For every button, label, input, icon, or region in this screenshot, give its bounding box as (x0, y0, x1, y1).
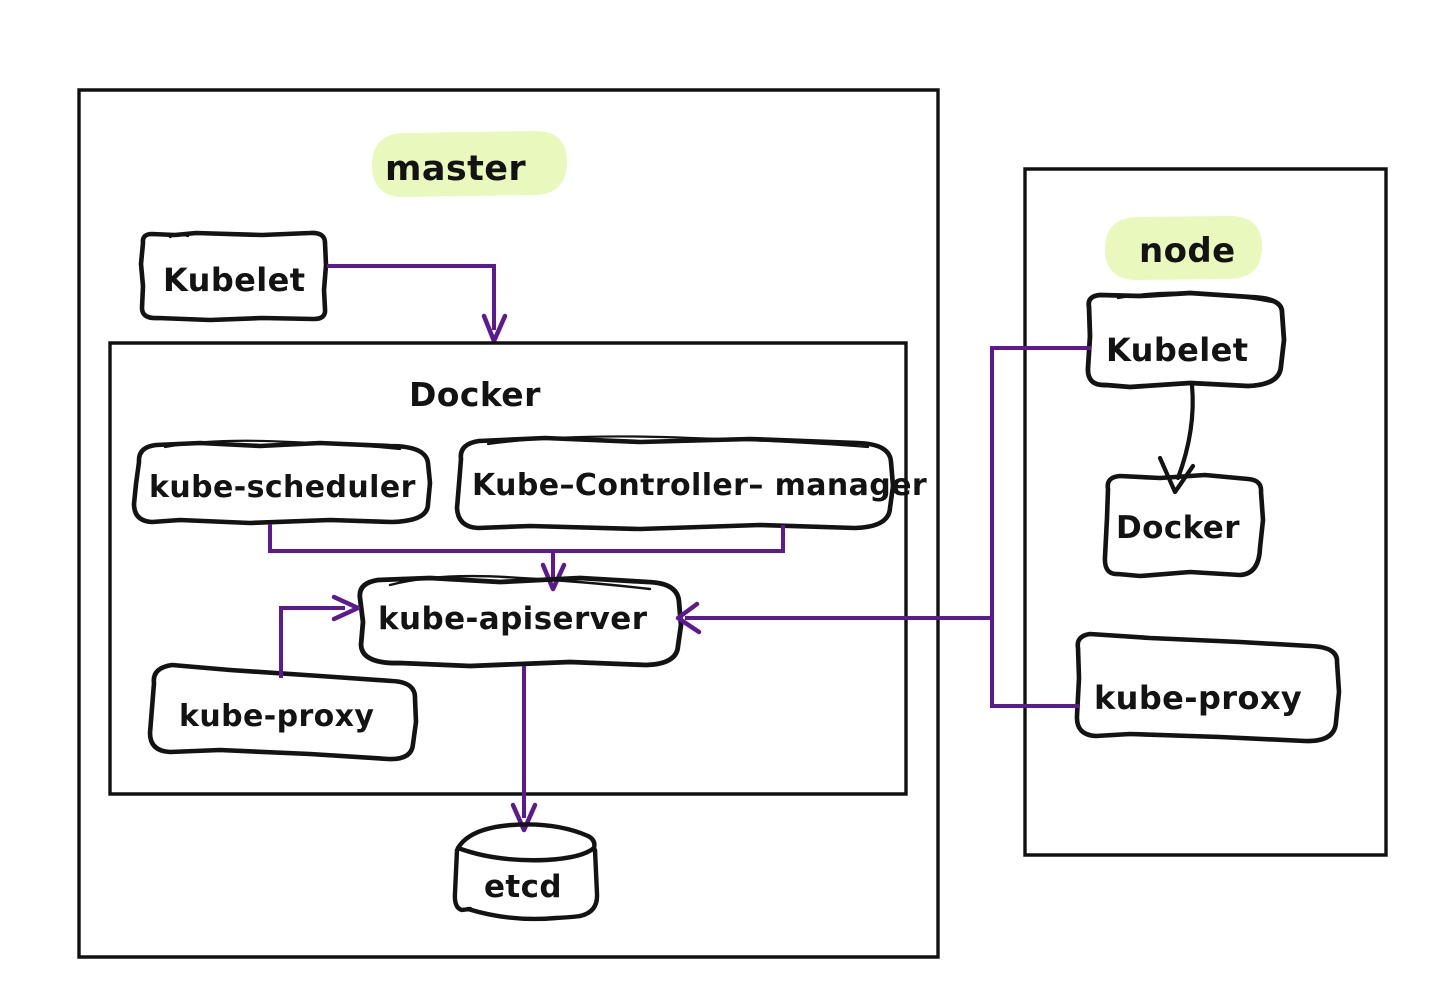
node-container-border (1023, 167, 1388, 857)
node-docker-node[interactable]: Docker (1102, 472, 1266, 579)
kube-apiserver-box (357, 575, 684, 669)
node-container (1023, 167, 1388, 857)
node-highlight-pill (1105, 216, 1262, 280)
kube-controller-manager-node[interactable]: Kube–Controller– manager (454, 435, 927, 532)
kube-controller-manager-box (454, 435, 896, 532)
node-kube-proxy-box (1074, 631, 1342, 744)
connector-line (279, 606, 345, 678)
connector-master-kubelet-to-docker (327, 264, 508, 344)
kube-scheduler-node[interactable]: kube-scheduler (131, 439, 433, 526)
etcd-top-ellipse-front (455, 845, 597, 863)
node-kubelet-box (1085, 290, 1287, 390)
arrow-head-icon (540, 562, 567, 592)
master-highlight-pill (372, 131, 567, 197)
etcd-bottom-curve (465, 906, 583, 922)
etcd-label: etcd (484, 869, 562, 905)
docker-label: Docker (409, 375, 541, 414)
master-kubelet-box (138, 230, 329, 323)
arrow-head-icon (675, 601, 702, 635)
kube-apiserver-box-flourish (388, 574, 652, 591)
connector-scheduler-controller-to-apiserver (268, 524, 785, 592)
node-kubelet-box-flourish (1116, 291, 1274, 304)
connector-line (327, 264, 496, 330)
node-docker-label: Docker (1116, 510, 1240, 546)
connector-master-kubeproxy-to-apiserver (279, 594, 361, 678)
node-kubelet-node[interactable]: Kubelet (1085, 290, 1287, 390)
master-container (77, 88, 940, 959)
etcd-node[interactable]: etcd (452, 822, 600, 922)
master-kube-proxy-box (147, 662, 419, 762)
kube-scheduler-box-flourish (163, 439, 402, 451)
connector-node-to-apiserver (675, 346, 1091, 708)
connector-line (1175, 382, 1195, 481)
docker-container-border (108, 341, 908, 796)
node-label-group: node (1105, 216, 1262, 280)
kube-scheduler-box (131, 440, 433, 526)
master-container-border (77, 88, 940, 959)
master-kubelet-node[interactable]: Kubelet (138, 230, 329, 323)
master-label: master (385, 149, 526, 189)
arrow-head-icon (510, 802, 538, 833)
etcd-left-wall (452, 847, 473, 913)
kube-scheduler-label: kube-scheduler (149, 470, 416, 505)
master-kubelet-box-flourish (168, 233, 190, 239)
etcd-right-wall (577, 847, 600, 919)
master-label-group: master (372, 131, 567, 197)
node-docker-box (1102, 472, 1266, 579)
node-kube-proxy-node[interactable]: kube-proxy (1074, 631, 1342, 744)
kube-apiserver-label: kube-apiserver (378, 601, 648, 637)
kube-controller-manager-label: Kube–Controller– manager (472, 468, 927, 503)
master-kubelet-label: Kubelet (163, 261, 305, 299)
node-label: node (1139, 231, 1236, 271)
master-docker-container: Docker (108, 341, 908, 796)
arrow-head-icon (331, 594, 361, 622)
master-kube-proxy-node[interactable]: kube-proxy (147, 662, 419, 762)
arrow-head-icon (481, 313, 508, 344)
connector-bus-line (268, 524, 785, 553)
connector-node-vertical-bus (990, 346, 1091, 708)
node-kube-proxy-label: kube-proxy (1094, 679, 1302, 717)
node-kubelet-label: Kubelet (1106, 331, 1248, 369)
connector-apiserver-to-etcd (510, 666, 538, 833)
master-kube-proxy-label: kube-proxy (179, 699, 374, 734)
kube-apiserver-node[interactable]: kube-apiserver (357, 574, 684, 669)
etcd-top-ellipse (455, 822, 597, 851)
kube-controller-manager-box-flourish (486, 435, 870, 449)
